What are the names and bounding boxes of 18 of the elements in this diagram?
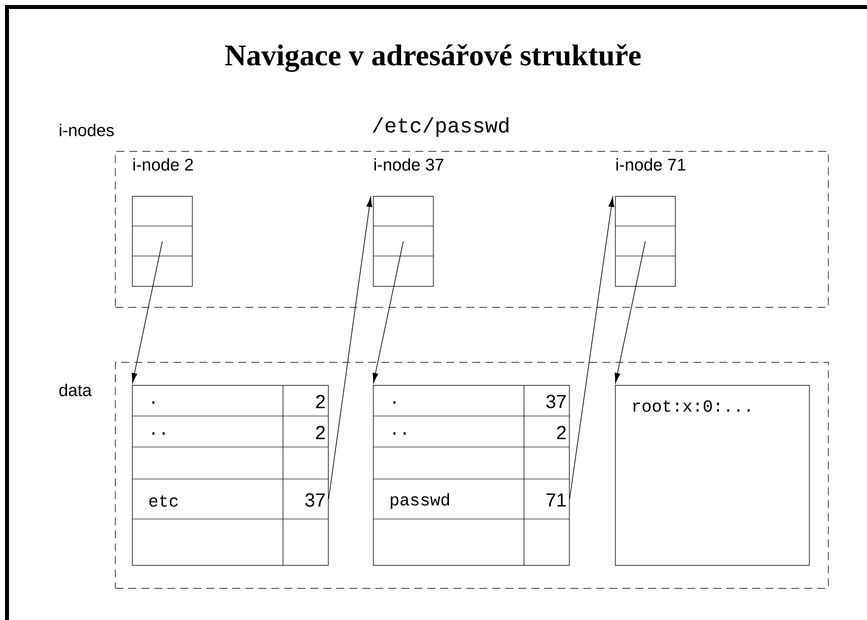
inode-box: i-node 2 xyxy=(132,158,193,287)
file-box: root:x:0:... xyxy=(615,385,810,566)
arrow xyxy=(372,240,404,384)
arrow xyxy=(132,240,163,384)
node-label: i-node 2 xyxy=(133,158,193,171)
inode-box: i-node 71 xyxy=(614,158,686,287)
path-label: /etc/passwd xyxy=(372,117,508,137)
arrow xyxy=(614,240,646,384)
node-label: i-nodes xyxy=(60,124,114,136)
arrow xyxy=(328,196,372,500)
node-label: data xyxy=(59,384,92,396)
node-label: i-node 71 xyxy=(616,158,686,171)
node-label: i-node 37 xyxy=(374,158,444,171)
arrow xyxy=(569,196,614,500)
directory-table: . 37 .. 2 passwd 71 xyxy=(372,384,570,566)
title: Navigace v adresářové struktuře xyxy=(225,44,641,72)
inode-box: i-node 37 xyxy=(372,158,444,287)
directory-table: . 2 .. 2 etc 37 xyxy=(132,384,329,566)
